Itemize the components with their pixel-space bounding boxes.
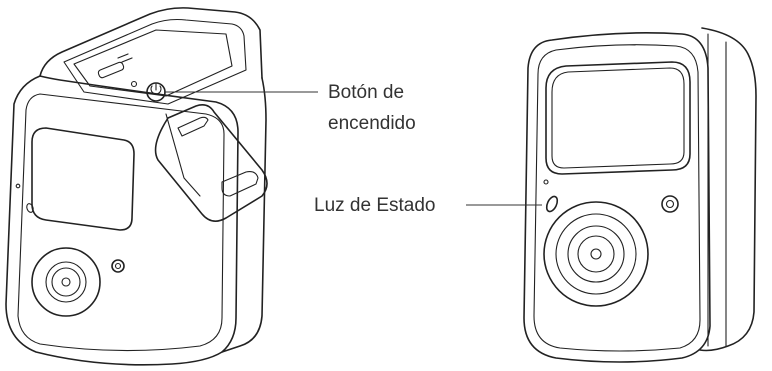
status-light-indicator (545, 195, 559, 213)
power-button-icon (146, 82, 166, 102)
status-light-label: Luz de Estado (314, 195, 435, 216)
camera-lens-left (31, 247, 101, 317)
camera-angled-view (5, 7, 268, 366)
camera-front-view (523, 27, 757, 363)
status-light-indicator-left (15, 183, 21, 189)
camera-lens-right (543, 201, 649, 307)
power-button-label-line2: encendido (328, 113, 416, 134)
power-button-label-line1: Botón de (328, 82, 404, 103)
